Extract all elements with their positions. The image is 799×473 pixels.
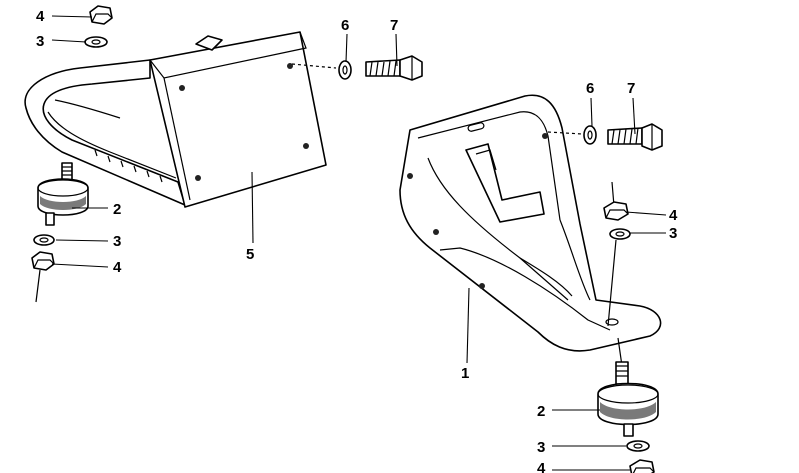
callout-3-bottom: 3 [537, 439, 545, 456]
top-bolt-7 [365, 55, 423, 81]
bottom-nut [629, 459, 655, 473]
callout-4-top-left: 4 [36, 8, 45, 25]
callout-2-bottom: 2 [537, 403, 545, 420]
callout-4-right: 4 [669, 207, 678, 224]
right-washer [609, 228, 631, 240]
left-nut [31, 251, 55, 271]
right-bolt-7 [607, 123, 663, 151]
top-washer-6 [338, 60, 352, 80]
right-washer-6 [583, 125, 597, 145]
callout-7-top: 7 [390, 17, 398, 34]
callout-7-right: 7 [627, 80, 635, 97]
callout-6-top: 6 [341, 17, 349, 34]
callout-4-left: 4 [113, 259, 122, 276]
left-bracket-assembly [24, 5, 423, 303]
left-top-washer [84, 36, 108, 48]
callout-2-left: 2 [113, 201, 121, 218]
bottom-rubber-mount [597, 361, 659, 437]
callout-6-right: 6 [586, 80, 594, 97]
right-bracket-1 [399, 94, 662, 352]
callout-labels: 4 3 6 7 2 3 4 5 6 7 4 3 1 2 3 4 [36, 8, 678, 473]
callout-3-right: 3 [669, 225, 677, 242]
bottom-washer [626, 440, 650, 452]
callout-1: 1 [461, 365, 469, 382]
left-rubber-mount [37, 162, 89, 226]
leader-lines [51, 15, 667, 471]
callout-5: 5 [246, 246, 254, 263]
left-top-nut [89, 5, 113, 25]
right-nut [603, 201, 629, 221]
callout-3-top-left: 3 [36, 33, 44, 50]
callout-3-left: 3 [113, 233, 121, 250]
callout-4-bottom: 4 [537, 460, 546, 473]
left-washer [33, 234, 55, 246]
right-bracket-assembly [399, 94, 663, 473]
left-bracket-plate-5 [149, 31, 327, 208]
